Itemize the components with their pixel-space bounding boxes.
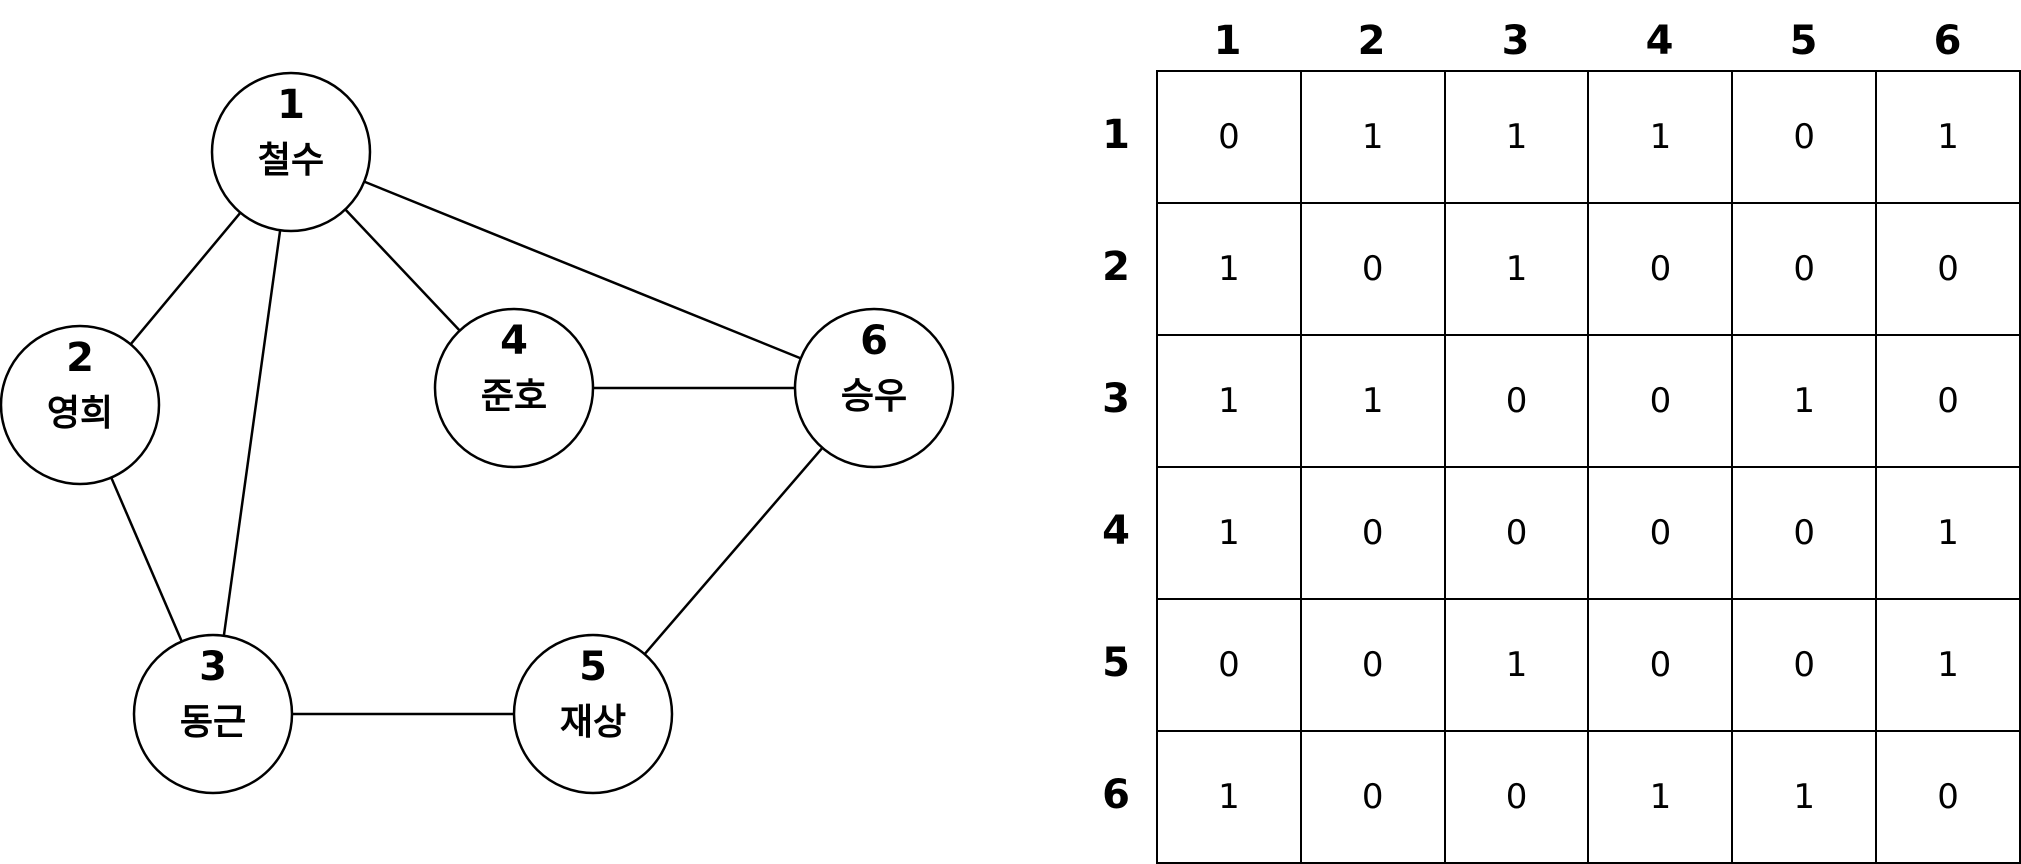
matrix-cell: 0 <box>1875 202 2021 336</box>
node-number: 1 <box>277 82 305 128</box>
matrix-cell: 0 <box>1156 598 1302 732</box>
matrix-cell: 0 <box>1156 70 1302 204</box>
node-name: 승우 <box>841 376 907 417</box>
node-1: 1 철수 <box>210 71 372 233</box>
col-header-4: 4 <box>1645 18 1674 64</box>
matrix-cell: 0 <box>1299 202 1446 336</box>
matrix-row: 0 1 1 1 0 1 <box>1156 70 2021 204</box>
row-header-5: 5 <box>1102 640 1130 686</box>
matrix-cell: 1 <box>1299 334 1446 468</box>
node-circle <box>132 633 294 795</box>
matrix-cell: 0 <box>1587 598 1734 732</box>
matrix-cell: 0 <box>1875 730 2021 864</box>
row-header-6: 6 <box>1102 772 1130 818</box>
node-name: 동근 <box>180 702 246 743</box>
matrix-cell: 0 <box>1587 466 1734 600</box>
matrix-row: 1 0 0 0 0 1 <box>1156 466 2021 600</box>
node-name: 영희 <box>47 393 113 434</box>
node-name: 철수 <box>258 140 324 181</box>
matrix-cell: 0 <box>1299 598 1446 732</box>
matrix-cell: 1 <box>1875 598 2021 732</box>
matrix-cell: 0 <box>1443 334 1590 468</box>
row-header-3: 3 <box>1102 376 1130 422</box>
matrix-cell: 1 <box>1731 730 1878 864</box>
node-6: 6 승우 <box>793 307 955 469</box>
node-circle <box>0 324 161 486</box>
matrix-cell: 1 <box>1443 202 1590 336</box>
matrix-cell: 0 <box>1731 598 1878 732</box>
matrix-cell: 0 <box>1731 70 1878 204</box>
matrix-row: 1 1 0 0 1 0 <box>1156 334 2021 468</box>
matrix-cell: 1 <box>1875 466 2021 600</box>
matrix-cell: 1 <box>1875 70 2021 204</box>
col-header-1: 1 <box>1213 18 1242 64</box>
edge-1-3 <box>222 230 282 636</box>
edge-2-3 <box>110 477 183 642</box>
node-circle <box>433 307 595 469</box>
matrix-cell: 1 <box>1587 730 1734 864</box>
col-header-3: 3 <box>1501 18 1530 64</box>
node-name: 준호 <box>481 376 547 417</box>
matrix-cell: 0 <box>1731 466 1878 600</box>
edge-1-4 <box>344 208 461 332</box>
node-4: 4 준호 <box>433 307 595 469</box>
node-number: 5 <box>579 644 607 690</box>
matrix-cell: 0 <box>1299 730 1446 864</box>
matrix-cell: 0 <box>1587 334 1734 468</box>
node-number: 6 <box>860 318 888 364</box>
col-header-5: 5 <box>1789 18 1818 64</box>
matrix-cell: 0 <box>1299 466 1446 600</box>
matrix-cell: 1 <box>1156 730 1302 864</box>
matrix-cell: 0 <box>1587 202 1734 336</box>
node-2: 2 영희 <box>0 324 161 486</box>
matrix-cell: 1 <box>1731 334 1878 468</box>
edges-layer <box>110 180 824 716</box>
col-header-6: 6 <box>1933 18 1962 64</box>
adjacency-matrix: 1 2 3 4 5 6 1 2 3 4 5 6 0 1 1 1 0 1 1 0 … <box>1080 0 2021 864</box>
matrix-cell: 0 <box>1875 334 2021 468</box>
node-5: 5 재상 <box>512 633 674 795</box>
row-header-2: 2 <box>1102 244 1130 290</box>
matrix-cell: 0 <box>1731 202 1878 336</box>
node-name: 재상 <box>560 702 626 743</box>
matrix-row: 1 0 0 1 1 0 <box>1156 730 2021 864</box>
matrix-cell: 1 <box>1443 70 1590 204</box>
row-header-4: 4 <box>1102 508 1130 554</box>
matrix-cell: 1 <box>1156 202 1302 336</box>
edge-1-2 <box>129 211 242 346</box>
matrix-cell: 1 <box>1156 334 1302 468</box>
matrix-cell: 1 <box>1156 466 1302 600</box>
matrix-table: 0 1 1 1 0 1 1 0 1 0 0 0 1 1 0 0 1 0 <box>1156 70 2021 864</box>
edge-1-6 <box>363 180 802 360</box>
col-header-2: 2 <box>1357 18 1386 64</box>
row-header-1: 1 <box>1102 112 1130 158</box>
matrix-cell: 0 <box>1443 466 1590 600</box>
graph-diagram: 1 철수 2 영희 3 동근 4 준호 5 재상 6 승우 <box>0 71 955 795</box>
node-circle <box>210 71 372 233</box>
node-3: 3 동근 <box>132 633 294 795</box>
node-number: 4 <box>500 318 528 364</box>
nodes-layer: 1 철수 2 영희 3 동근 4 준호 5 재상 6 승우 <box>0 71 955 795</box>
matrix-cell: 1 <box>1587 70 1734 204</box>
node-number: 3 <box>199 644 227 690</box>
node-number: 2 <box>66 335 94 381</box>
edge-5-6 <box>643 447 824 655</box>
node-circle <box>793 307 955 469</box>
matrix-row: 1 0 1 0 0 0 <box>1156 202 2021 336</box>
node-circle <box>512 633 674 795</box>
matrix-cell: 1 <box>1443 598 1590 732</box>
matrix-row: 0 0 1 0 0 1 <box>1156 598 2021 732</box>
matrix-cell: 1 <box>1299 70 1446 204</box>
matrix-cell: 0 <box>1443 730 1590 864</box>
